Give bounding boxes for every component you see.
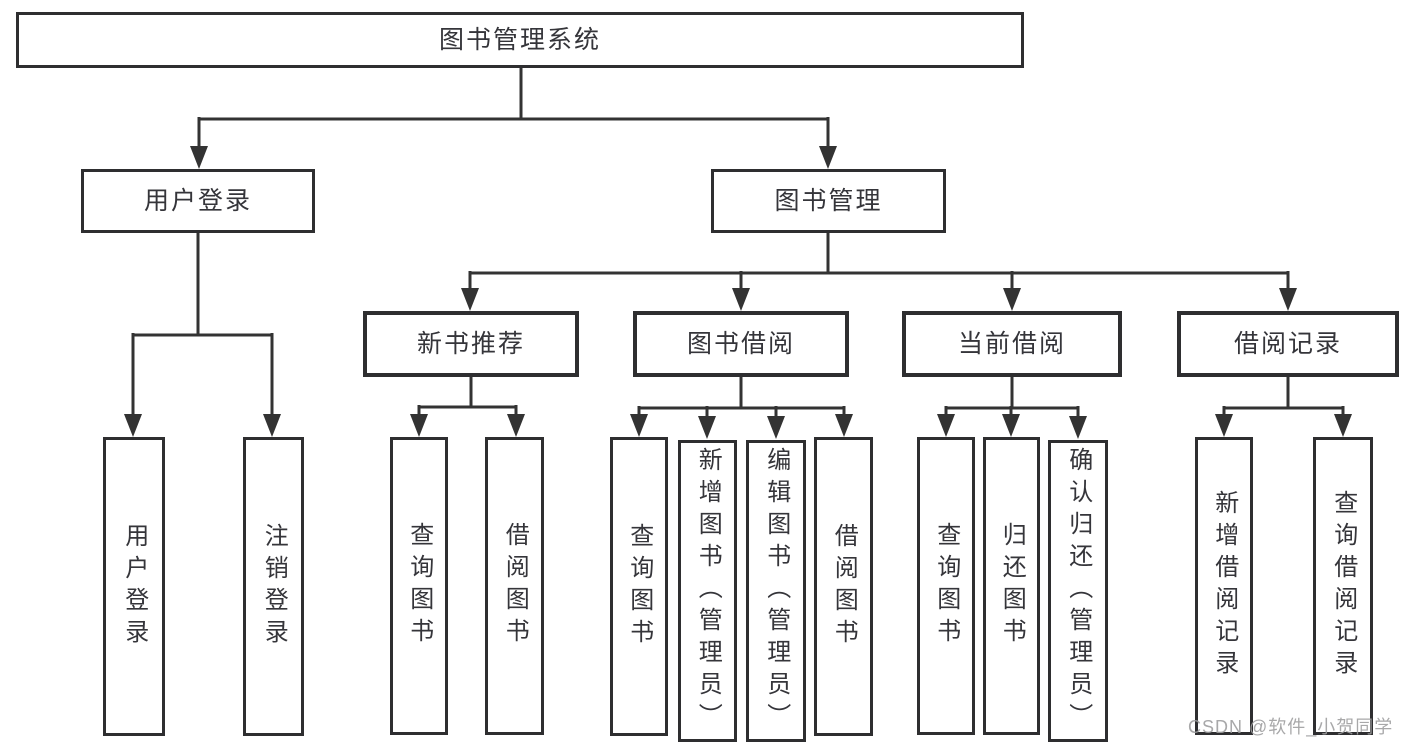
node-label: 编辑图书（管理员） (762, 447, 790, 735)
node-borrow-books: 借阅图书 (814, 437, 873, 736)
node-user-login: 用户登录 (103, 437, 165, 736)
node-book-management: 图书管理 (711, 169, 946, 233)
node-label: 新增借阅记录 (1210, 490, 1238, 682)
node-label: 确认归还（管理员） (1064, 447, 1092, 735)
node-book-borrow: 图书借阅 (633, 311, 849, 377)
node-label: 查询图书 (932, 522, 960, 650)
node-confirm-return-admin: 确认归还（管理员） (1048, 440, 1108, 742)
node-label: 借阅图书 (501, 522, 529, 650)
node-new-book-recommend: 新书推荐 (363, 311, 579, 377)
node-query-books-borrow: 查询图书 (610, 437, 668, 736)
node-borrow-books-recommend: 借阅图书 (485, 437, 544, 735)
node-label: 借阅图书 (830, 522, 858, 651)
node-query-books-recommend: 查询图书 (390, 437, 448, 735)
node-label: 图书管理系统 (438, 25, 601, 54)
node-query-books-current: 查询图书 (917, 437, 975, 735)
node-label: 当前借阅 (957, 329, 1066, 358)
csdn-watermark: CSDN @软件_小贺同学 (1188, 717, 1394, 737)
node-label: 注销登录 (260, 522, 288, 651)
node-label: 用户登录 (143, 186, 252, 215)
node-current-borrow: 当前借阅 (902, 311, 1122, 377)
node-borrow-records: 借阅记录 (1177, 311, 1399, 377)
node-library-management-system: 图书管理系统 (16, 12, 1024, 68)
node-add-book-admin: 新增图书（管理员） (678, 440, 737, 742)
node-logout: 注销登录 (243, 437, 304, 736)
node-query-borrow-record: 查询借阅记录 (1313, 437, 1373, 735)
node-label: 新增图书（管理员） (694, 447, 722, 735)
node-label: 查询图书 (405, 522, 433, 650)
node-label: 用户登录 (120, 522, 148, 651)
node-add-borrow-record: 新增借阅记录 (1195, 437, 1253, 735)
node-label: 归还图书 (998, 522, 1026, 650)
node-label: 图书管理 (774, 186, 883, 215)
node-label: 借阅记录 (1233, 329, 1342, 358)
node-edit-book-admin: 编辑图书（管理员） (746, 440, 806, 742)
node-label: 查询图书 (625, 522, 653, 651)
node-return-books: 归还图书 (983, 437, 1040, 735)
node-label: 图书借阅 (686, 329, 795, 358)
node-label: 查询借阅记录 (1329, 490, 1357, 682)
node-user-login-group: 用户登录 (81, 169, 315, 233)
node-label: 新书推荐 (416, 329, 525, 358)
